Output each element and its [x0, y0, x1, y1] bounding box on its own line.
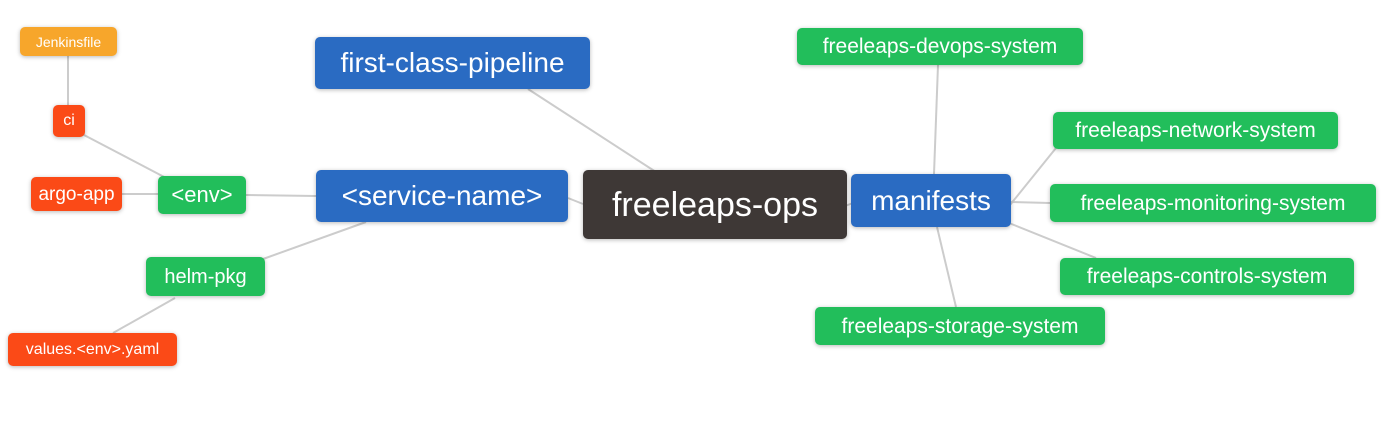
edge-manifests-devops	[933, 64, 939, 175]
node-freeleaps-controls-system[interactable]: freeleaps-controls-system	[1060, 258, 1354, 295]
node-service-name[interactable]: <service-name>	[316, 170, 568, 222]
edge-helm-pkg-service-name	[262, 221, 367, 260]
edge-ci-env	[83, 134, 169, 180]
edge-manifests-monitoring	[1009, 201, 1051, 204]
node-ci[interactable]: ci	[53, 105, 85, 137]
edge-firstclass-freeleapsops	[527, 88, 657, 173]
node-jenkinsfile[interactable]: Jenkinsfile	[20, 27, 117, 56]
node-first-class-pipeline[interactable]: first-class-pipeline	[315, 37, 590, 89]
node-freeleaps-monitoring-system[interactable]: freeleaps-monitoring-system	[1050, 184, 1376, 222]
node-freeleaps-devops-system[interactable]: freeleaps-devops-system	[797, 28, 1083, 65]
edge-env-service-name	[245, 194, 317, 197]
node-freeleaps-storage-system[interactable]: freeleaps-storage-system	[815, 307, 1105, 345]
edge-servicename-freeleapsops	[567, 197, 584, 205]
node-values-env-yaml[interactable]: values.<env>.yaml	[8, 333, 177, 366]
node-helm-pkg[interactable]: helm-pkg	[146, 257, 265, 296]
node-freeleaps-ops-root[interactable]: freeleaps-ops	[583, 170, 847, 239]
edge-manifests-storage	[936, 226, 957, 308]
edge-manifests-controls	[1008, 222, 1097, 259]
node-freeleaps-network-system[interactable]: freeleaps-network-system	[1053, 112, 1338, 149]
node-argo-app[interactable]: argo-app	[31, 177, 122, 211]
node-env[interactable]: <env>	[158, 176, 246, 214]
node-manifests[interactable]: manifests	[851, 174, 1011, 227]
edge-values-helm-pkg	[112, 297, 176, 334]
edge-manifests-network	[1009, 147, 1057, 206]
